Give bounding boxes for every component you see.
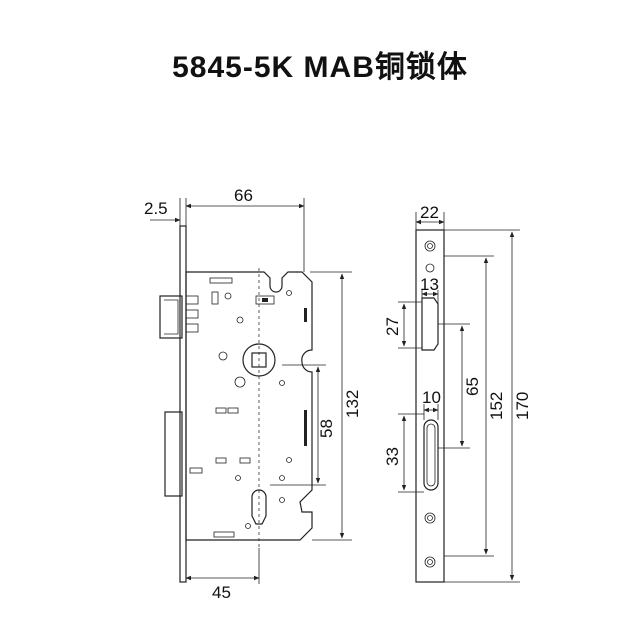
screw-hole-bottom	[424, 556, 436, 568]
latch-bolt	[159, 295, 183, 339]
faceplate-front-view: 22 13 27 10 33 65 152 170	[383, 203, 532, 583]
dim-66: 66	[234, 186, 253, 205]
dim-170: 170	[513, 392, 532, 420]
dim-27: 27	[383, 317, 402, 336]
page-title: 5845-5K MAB铜锁体	[172, 51, 468, 84]
screw-hole-lower	[424, 512, 436, 524]
faceplate-outline	[415, 229, 445, 583]
dim-13: 13	[420, 275, 439, 294]
faceplate-strip	[179, 225, 187, 583]
lock-case-outline	[185, 271, 313, 541]
dead-bolt	[164, 411, 183, 497]
dim-10: 10	[422, 388, 441, 407]
dim-58: 58	[317, 419, 336, 438]
dim-152: 152	[487, 392, 506, 420]
dim-65: 65	[463, 377, 482, 396]
cylinder-hole	[251, 489, 267, 525]
lock-body-side-view: 2.5 66 132 58 45	[144, 186, 362, 602]
dim-132: 132	[343, 390, 362, 418]
dim-45: 45	[212, 583, 231, 602]
screw-hole-top	[424, 240, 436, 252]
dim-33: 33	[383, 447, 402, 466]
dim-22: 22	[420, 203, 439, 222]
dim-2-5: 2.5	[144, 199, 168, 218]
latch-opening	[421, 297, 439, 351]
deadbolt-slot	[423, 419, 439, 491]
